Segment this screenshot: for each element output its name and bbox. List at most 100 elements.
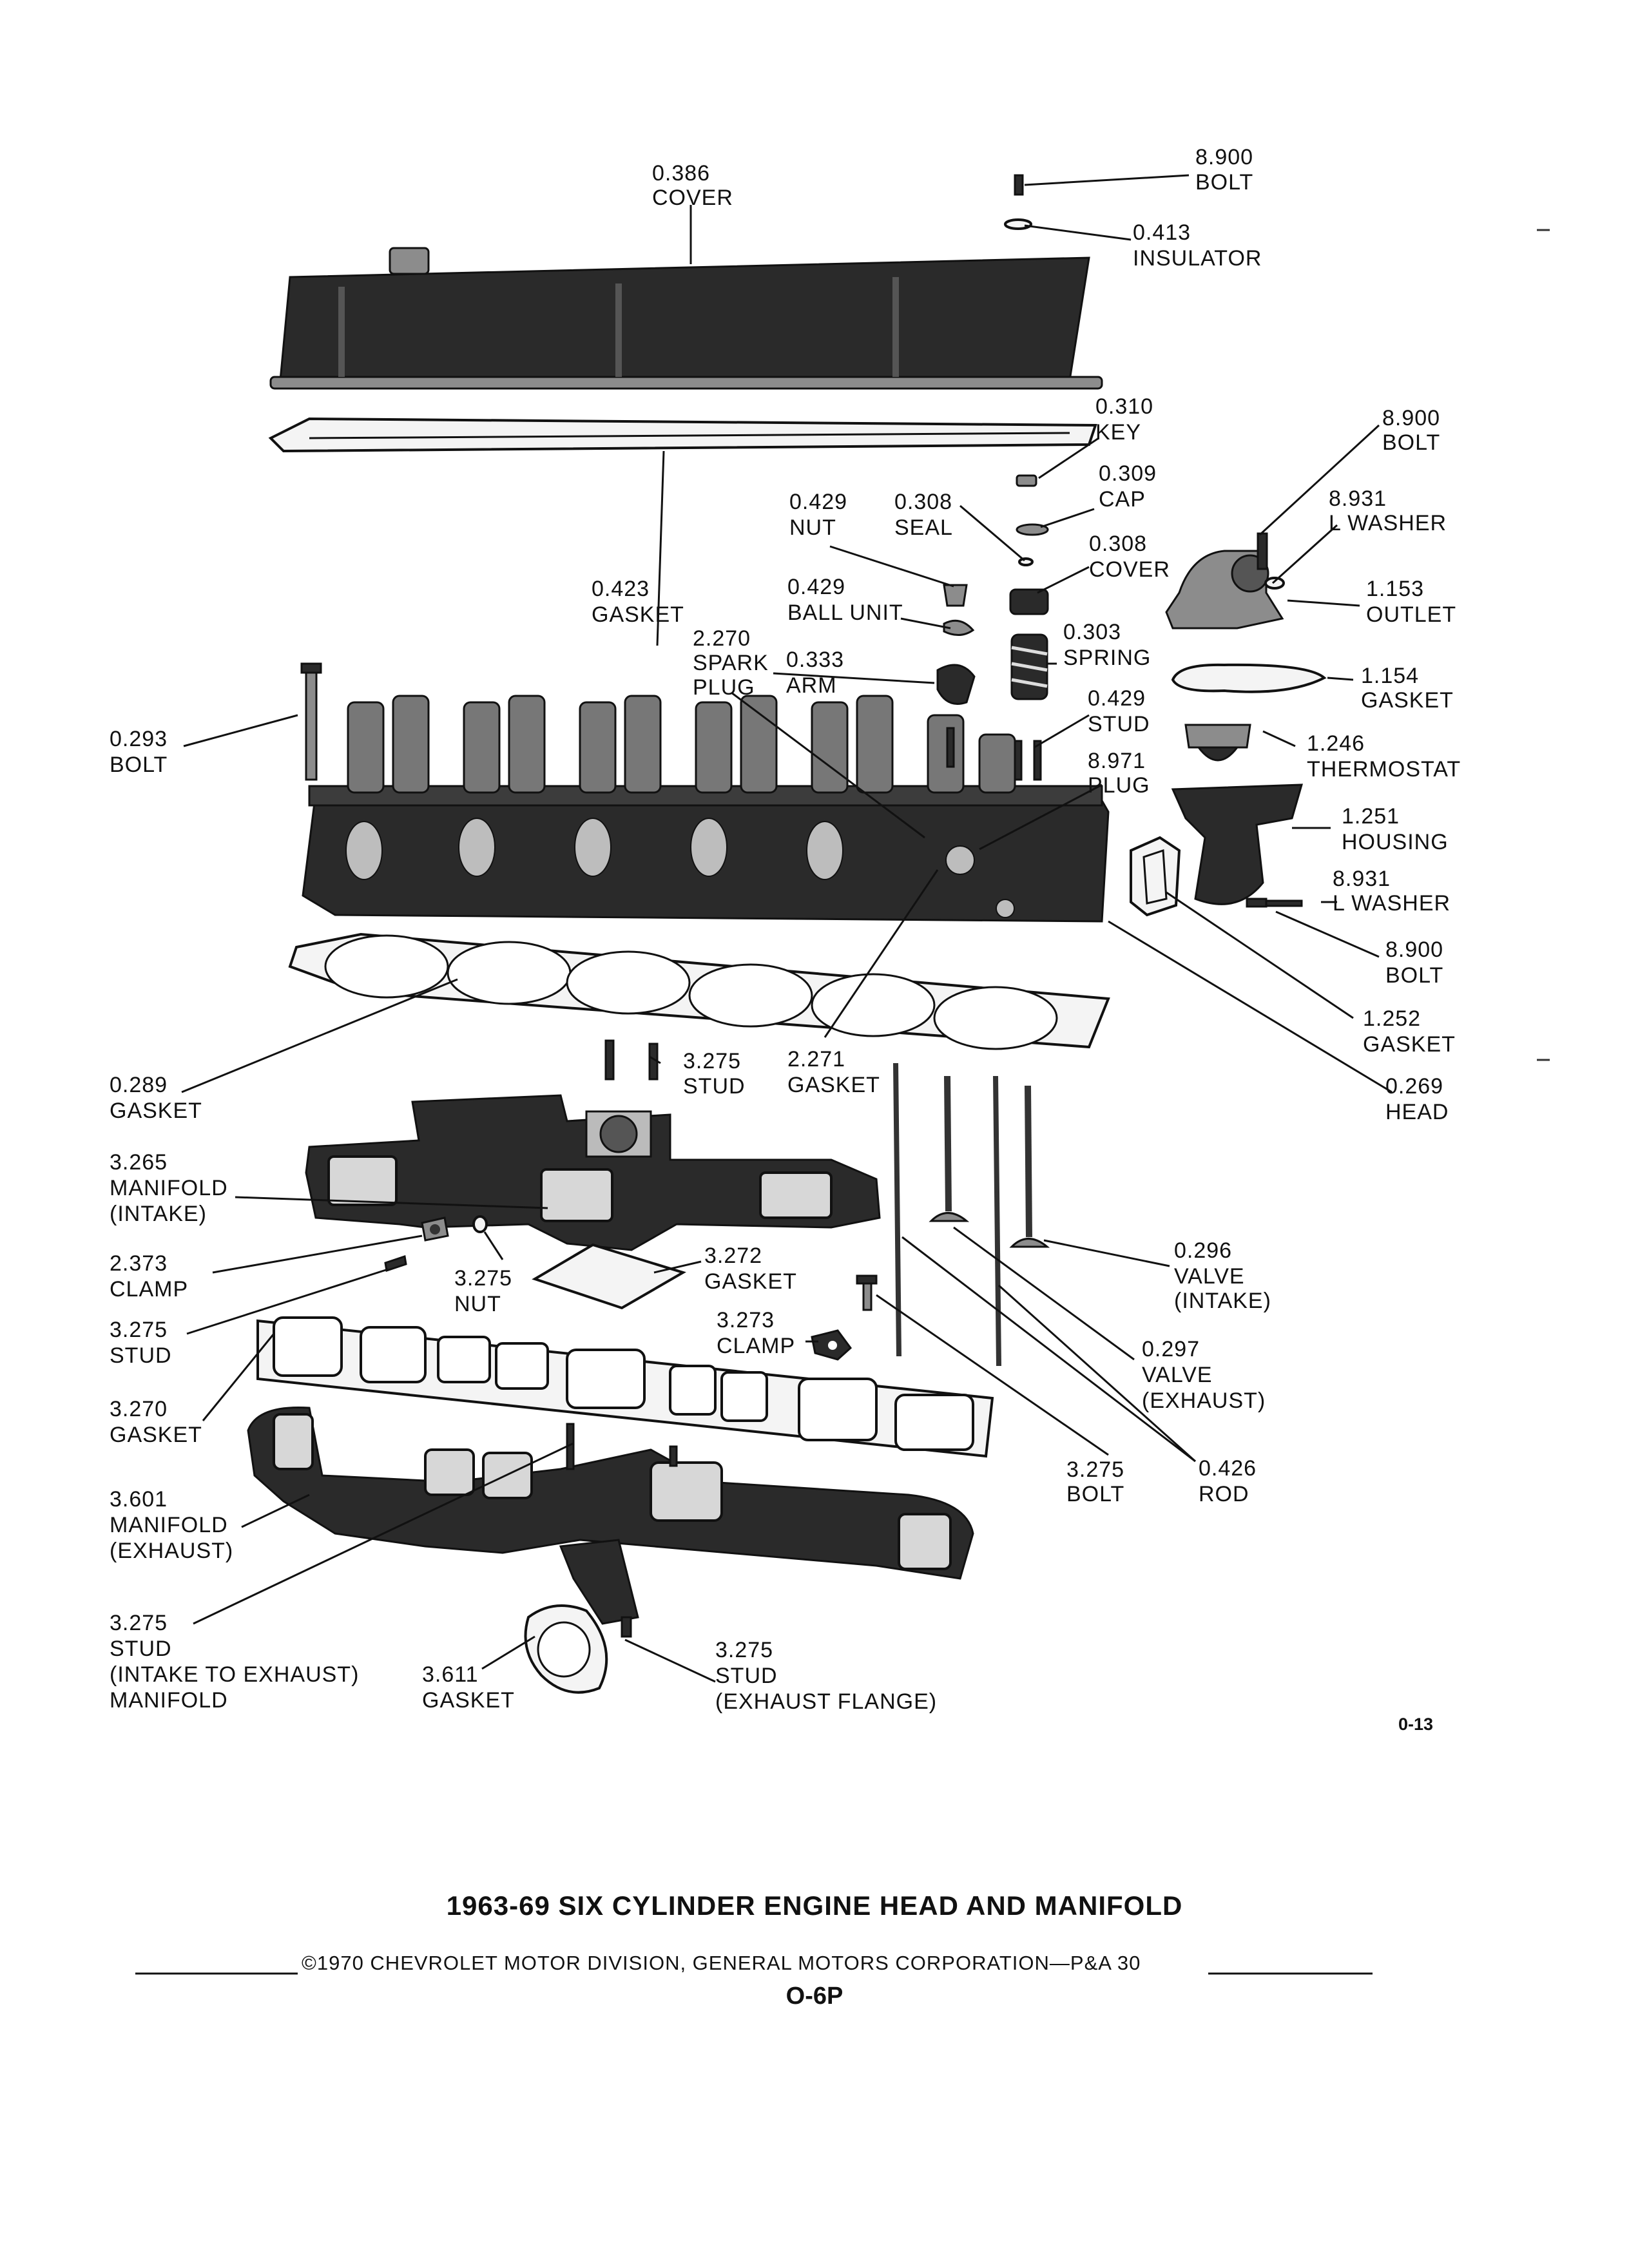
part-number: 3.265: [110, 1150, 168, 1175]
callout-thermostat-1246: 1.246 THERMOSTAT: [1307, 731, 1461, 782]
figure-number: 0-13: [1398, 1715, 1433, 1734]
part-name: (EXHAUST FLANGE): [715, 1689, 937, 1714]
part-number: 1.251: [1342, 804, 1400, 829]
part-name: HEAD: [1385, 1100, 1449, 1124]
part-name: CLAMP: [110, 1277, 188, 1302]
callout-manifold-intake-3265: 3.265 MANIFOLD (INTAKE): [110, 1150, 228, 1226]
part-name: VALVE: [1174, 1264, 1245, 1289]
callout-gasket-3272: 3.272 GASKET: [704, 1244, 796, 1294]
callout-clamp-2373: 2.373 CLAMP: [110, 1251, 188, 1302]
cylinder-head-illustration: [300, 662, 1110, 923]
callout-manifold-exhaust-3601: 3.601 MANIFOLD (EXHAUST): [110, 1487, 233, 1563]
part-name: GASKET: [110, 1099, 202, 1123]
part-name: INSULATOR: [1133, 246, 1262, 271]
callout-cover-0308: 0.308 COVER: [1089, 532, 1170, 582]
part-number: 3.601: [110, 1487, 168, 1512]
part-name: STUD: [683, 1074, 746, 1099]
part-name: OUTLET: [1366, 602, 1456, 627]
part-number: 0.413: [1133, 220, 1191, 245]
part-name: PLUG: [1088, 773, 1150, 798]
callout-rod-0426: 0.426 ROD: [1199, 1456, 1257, 1506]
callout-lwasher-8931-low: 8.931 L WASHER: [1333, 867, 1450, 916]
part-number: 0.426: [1199, 1456, 1257, 1481]
callout-bolt-0293: 0.293 BOLT: [110, 727, 168, 777]
rocker-cover-gasket-illustration: [268, 417, 1097, 453]
part-number: 0.297: [1142, 1337, 1200, 1361]
part-name: COVER: [1089, 557, 1170, 582]
part-number: 0.386: [652, 161, 710, 186]
part-number: 8.971: [1088, 749, 1146, 773]
head-end-gasket-illustration: [1130, 836, 1181, 917]
part-name: CAP: [1099, 487, 1146, 512]
part-number: 1.252: [1363, 1006, 1421, 1031]
part-name: GASKET: [1363, 1032, 1456, 1057]
part-number: 8.900: [1195, 145, 1253, 169]
part-number: 0.429: [789, 490, 847, 514]
part-number: 1.154: [1361, 664, 1419, 688]
part-number: 3.273: [717, 1308, 775, 1332]
callout-gasket-0423: 0.423 GASKET: [592, 577, 684, 627]
callout-seal-0308: 0.308 SEAL: [894, 490, 952, 540]
callout-spring-0303: 0.303 SPRING: [1063, 620, 1151, 670]
part-name: (EXHAUST): [1142, 1389, 1266, 1413]
part-number: 0.269: [1385, 1074, 1443, 1099]
part-name: STUD: [1088, 712, 1150, 736]
part-number: 3.275: [110, 1318, 168, 1342]
rocker-cover-illustration: [269, 247, 1103, 390]
part-name: STUD: [110, 1637, 172, 1661]
leader-lines: [181, 174, 1393, 1683]
callout-gasket-0289: 0.289 GASKET: [110, 1073, 202, 1123]
callout-valve-intake-0296: 0.296 VALVE (INTAKE): [1174, 1238, 1271, 1313]
part-number: 8.931: [1333, 867, 1391, 891]
part-number: 0.429: [787, 575, 845, 599]
callout-ball-unit-0429: 0.429 BALL UNIT: [787, 575, 903, 625]
callout-gasket-3270: 3.270 GASKET: [110, 1397, 202, 1447]
part-name: MANIFOLD: [110, 1176, 228, 1200]
part-name: BALL UNIT: [787, 601, 903, 625]
callout-stud-3275-intake-to-exhaust: 3.275 STUD (INTAKE TO EXHAUST) MANIFOLD: [110, 1611, 359, 1713]
callout-stud-3275-left: 3.275 STUD: [110, 1318, 171, 1368]
part-number: 0.303: [1063, 620, 1121, 644]
callout-lwasher-8931-top: 8.931 L WASHER: [1329, 486, 1446, 535]
callout-cover-0386: 0.386 COVER: [652, 161, 733, 210]
callout-gasket-1154: 1.154 GASKET: [1361, 664, 1454, 713]
callout-nut-3275: 3.275 NUT: [454, 1266, 512, 1316]
part-name: GASKET: [1361, 688, 1454, 713]
part-name: STUD: [715, 1664, 778, 1688]
callout-stud-3275-top: 3.275 STUD: [683, 1049, 746, 1099]
valves-and-pushrods-illustration: [893, 1062, 1050, 1367]
part-name: GASKET: [422, 1688, 515, 1713]
callout-stud-3275-exhaust-flange: 3.275 STUD (EXHAUST FLANGE): [715, 1638, 937, 1714]
callout-gasket-3611: 3.611 GASKET: [422, 1662, 515, 1713]
part-number: 0.423: [592, 577, 650, 601]
copyright-footer: ©1970 CHEVROLET MOTOR DIVISION, GENERAL …: [302, 1952, 1141, 1974]
part-number: 3.275: [454, 1266, 512, 1291]
part-name: (INTAKE TO EXHAUST): [110, 1662, 359, 1687]
part-name: BOLT: [110, 753, 168, 777]
part-name: KEY: [1095, 420, 1141, 445]
part-name: (INTAKE): [1174, 1289, 1271, 1313]
part-name: THERMOSTAT: [1307, 757, 1461, 782]
exhaust-manifold-illustration: [247, 1406, 974, 1638]
part-name: BOLT: [1385, 963, 1443, 988]
part-name: HOUSING: [1342, 830, 1449, 854]
intake-hardware-illustration: [384, 1215, 878, 1361]
part-number: 3.272: [704, 1244, 762, 1268]
part-number: 0.309: [1099, 461, 1157, 486]
part-name: SPRING: [1063, 646, 1151, 670]
part-name: PLUG: [693, 675, 755, 700]
callout-stud-0429: 0.429 STUD: [1088, 686, 1150, 736]
part-name: COVER: [652, 186, 733, 210]
part-name: GASKET: [787, 1073, 880, 1097]
callout-bolt-8900-top: 8.900 BOLT: [1195, 145, 1253, 195]
part-number: 3.275: [683, 1049, 741, 1073]
part-number: 1.246: [1307, 731, 1365, 756]
part-name: BOLT: [1066, 1482, 1124, 1506]
head-gasket-illustration: [288, 932, 1110, 1050]
part-name: ROD: [1199, 1482, 1249, 1506]
part-number: 0.310: [1095, 394, 1153, 419]
part-name: NUT: [454, 1292, 501, 1316]
part-number: 8.900: [1382, 406, 1440, 430]
part-number: 2.373: [110, 1251, 168, 1276]
